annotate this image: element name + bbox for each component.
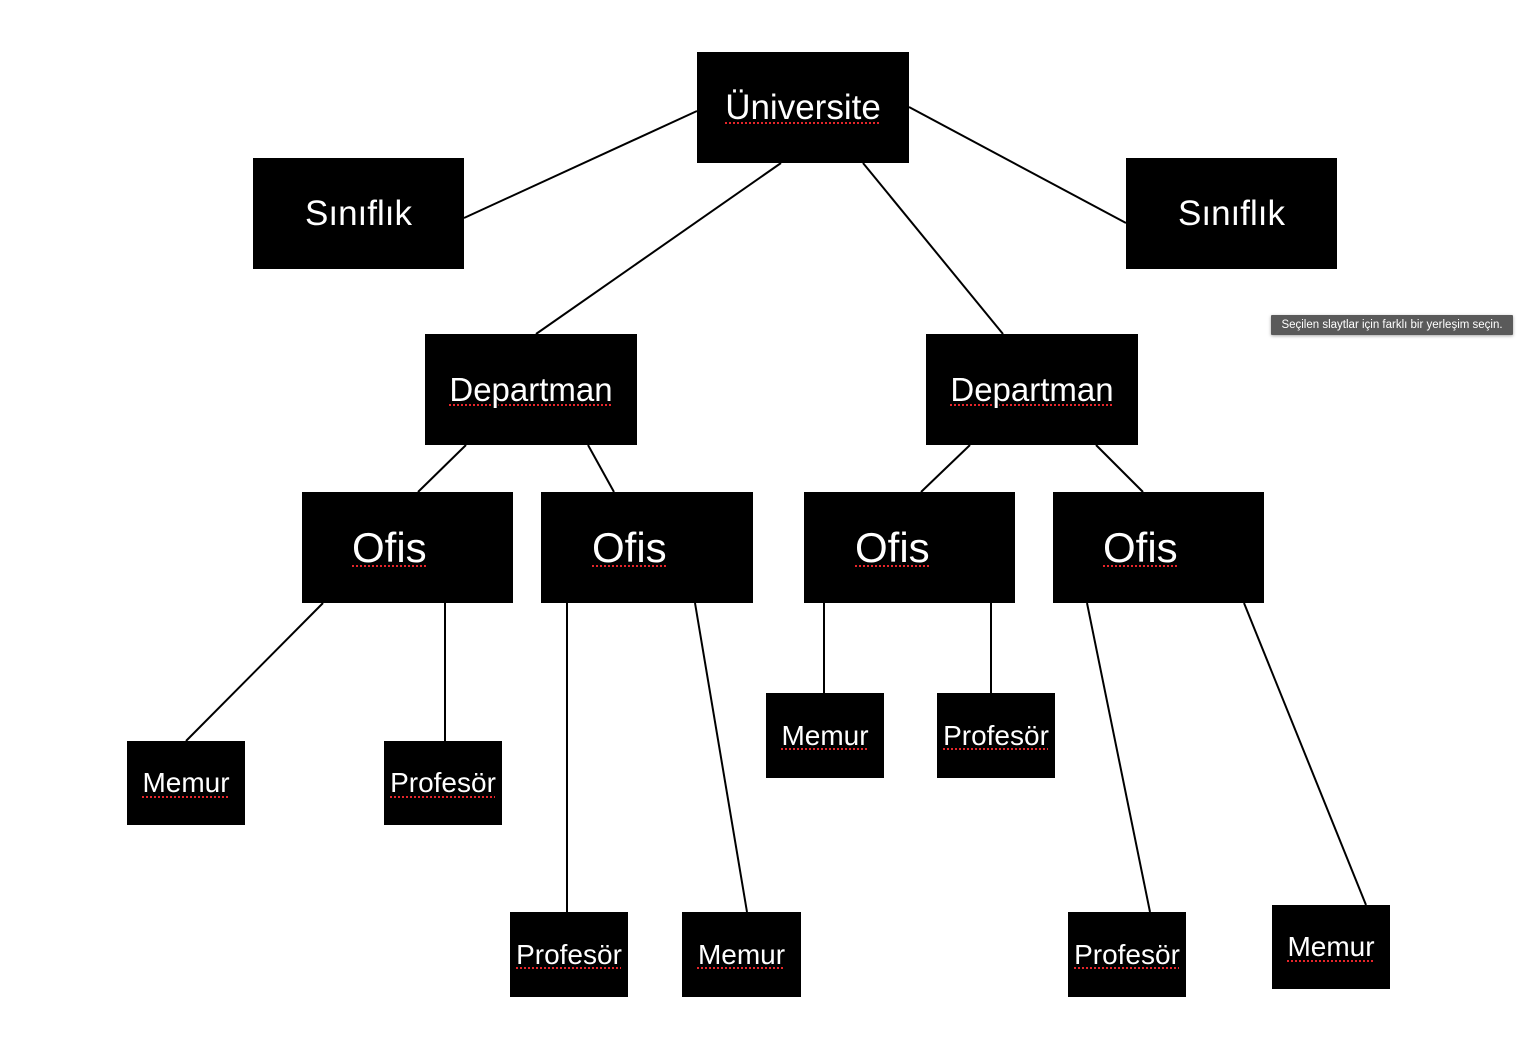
connector-office4-profesor (1086, 602, 1151, 913)
node-label: Üniversite (725, 87, 881, 127)
node-label: Ofis (1103, 523, 1178, 571)
node-memur[interactable]: Memur (1272, 905, 1390, 989)
connector-dept2-office3 (920, 444, 971, 493)
layout-tooltip: Seçilen slaytlar için farklı bir yerleşi… (1271, 315, 1513, 335)
node-departman-2[interactable]: Departman (926, 334, 1138, 445)
node-ofis-1[interactable]: Ofis (302, 492, 513, 603)
connector-office4-memur (1243, 602, 1367, 906)
connector-root-dept1 (535, 162, 782, 335)
node-label: Memur (142, 767, 230, 798)
connector-root-dept2 (862, 162, 1004, 335)
node-memur[interactable]: Memur (127, 741, 245, 825)
node-label: Memur (697, 938, 786, 970)
node-label: Ofis (592, 523, 667, 571)
node-profesor[interactable]: Profesör (384, 741, 502, 825)
node-label: Memur (781, 719, 869, 751)
node-label: Memur (1287, 931, 1375, 962)
node-profesor[interactable]: Profesör (937, 693, 1055, 778)
node-label: Profesör (1074, 938, 1180, 970)
node-profesor[interactable]: Profesör (510, 912, 628, 997)
node-label: Profesör (390, 767, 496, 798)
node-label: Departman (449, 370, 613, 408)
node-profesor[interactable]: Profesör (1068, 912, 1186, 997)
node-siniflik-left[interactable]: Sınıflık (253, 158, 464, 269)
node-label: Ofis (855, 523, 930, 571)
node-ofis-4[interactable]: Ofis (1053, 492, 1264, 603)
node-ofis-3[interactable]: Ofis (804, 492, 1015, 603)
connector-dept2-office4 (1095, 444, 1144, 493)
node-memur[interactable]: Memur (682, 912, 801, 997)
node-label: Sınıflık (305, 193, 412, 233)
connector-office1-memur (185, 602, 324, 742)
node-label: Departman (950, 370, 1114, 408)
node-departman-1[interactable]: Departman (425, 334, 637, 445)
node-siniflik-right[interactable]: Sınıflık (1126, 158, 1337, 269)
connector-dept1-office1 (417, 444, 467, 493)
node-ofis-2[interactable]: Ofis (541, 492, 753, 603)
connector-dept1-office2 (587, 444, 615, 493)
node-label: Sınıflık (1178, 193, 1285, 233)
node-label: Profesör (516, 938, 622, 970)
node-label: Ofis (352, 523, 427, 571)
node-label: Profesör (943, 719, 1049, 751)
connector-office2-memur (694, 602, 748, 913)
connector-root-sideright (908, 106, 1127, 224)
connector-root-sideleft (463, 110, 698, 219)
node-memur[interactable]: Memur (766, 693, 884, 778)
node-universite[interactable]: Üniversite (697, 52, 909, 163)
